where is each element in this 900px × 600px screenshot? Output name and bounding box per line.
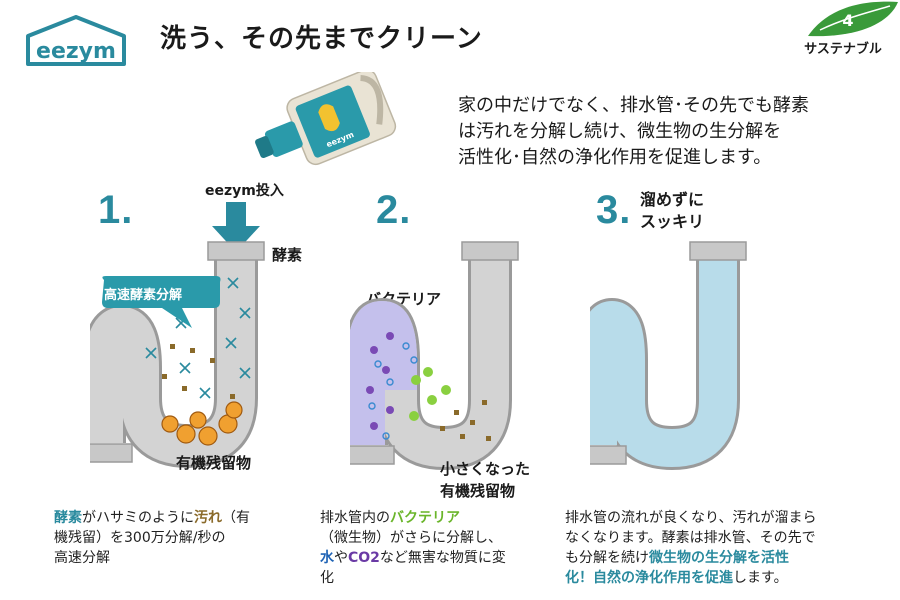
caption-keyword: 水 (320, 550, 334, 566)
pipe-diagram-step1 (90, 202, 265, 469)
step-3-caption: 排水管の流れが良くなり、汚れが溜まら なくなります。酵素は排水管、その先で も分… (565, 508, 816, 588)
caption-keyword: 汚れ (194, 510, 222, 526)
pipe-diagram-step2 (350, 241, 519, 471)
intro-text: 家の中だけでなく、排水管･その先でも酵素 は汚れを分解し続け、微生物の生分解を … (458, 93, 878, 171)
eezym-logo: eezym (26, 15, 126, 66)
caption-keyword: 酵素 (54, 510, 82, 526)
step-3-heading-line2: スッキリ (640, 212, 705, 231)
step-1-number: 1. (98, 188, 134, 232)
step-3-heading-line1: 溜めずに (640, 190, 705, 209)
step-1-caption: 酵素がハサミのように汚れ（有 機残留）を300万分解/秒の 高速分解 (54, 508, 250, 568)
caption-text: 排水管内の (320, 510, 390, 526)
caption-line: （微生物）がさらに分解し、 (320, 530, 502, 546)
step-3-number: 3. (596, 188, 632, 232)
house-logo-icon (26, 15, 126, 66)
caption-line: 機残留）を300万分解/秒の (54, 530, 226, 546)
caption-line: なくなります。酵素は排水管、その先で (565, 530, 816, 546)
logo-text: eezym (36, 39, 116, 64)
caption-keyword: バクテリア (390, 510, 460, 526)
scissors-icon (145, 277, 251, 399)
caption-line: 化 (320, 570, 334, 586)
speech-bubble (102, 276, 221, 328)
bacteria-icon (409, 367, 451, 421)
step-2-number: 2. (376, 188, 412, 232)
small-residue-label-line2: 有機残留物 (440, 482, 516, 500)
enzyme-label: 酵素 (272, 246, 303, 264)
down-arrow-icon (212, 202, 260, 252)
leaf-badge-icon: 4 (808, 1, 898, 37)
caption-keyword: 微生物の生分解を活性 (649, 550, 789, 566)
badge-number: 4 (842, 11, 853, 30)
badge-label: サステナブル (804, 42, 882, 57)
step-2-caption: 排水管内のバクテリア （微生物）がさらに分解し、 水やCO2など無害な物質に変 … (320, 508, 506, 588)
caption-text: も分解を続け (565, 550, 649, 566)
detergent-bottle-icon: eezym (255, 72, 397, 166)
intro-line: は汚れを分解し続け、微生物の生分解を (458, 121, 782, 142)
residue-label-step1: 有機残留物 (176, 454, 252, 472)
caption-text: （有 (222, 510, 250, 526)
caption-keyword: 化！自然の浄化作用を促進 (565, 570, 733, 586)
co2-molecule-icon (366, 332, 394, 430)
eezym-input-label: eezym投入 (205, 183, 284, 199)
caption-line: 排水管の流れが良くなり、汚れが溜まら (565, 510, 817, 526)
caption-text: や (334, 550, 348, 566)
small-residue-label-line1: 小さくなった (440, 460, 531, 478)
caption-line: 高速分解 (54, 550, 110, 566)
page-title: 洗う、その先までクリーン (160, 24, 483, 54)
pipe-diagram-step3 (590, 241, 747, 471)
bubble-label: 高速酵素分解 (104, 288, 183, 303)
intro-line: 家の中だけでなく、排水管･その先でも酵素 (458, 95, 809, 116)
caption-keyword: CO2 (348, 550, 380, 566)
caption-text: します。 (733, 570, 788, 586)
caption-text: など無害な物質に変 (379, 550, 506, 566)
caption-text: がハサミのように (82, 510, 194, 526)
intro-line: 活性化･自然の浄化作用を促進します。 (458, 147, 772, 168)
